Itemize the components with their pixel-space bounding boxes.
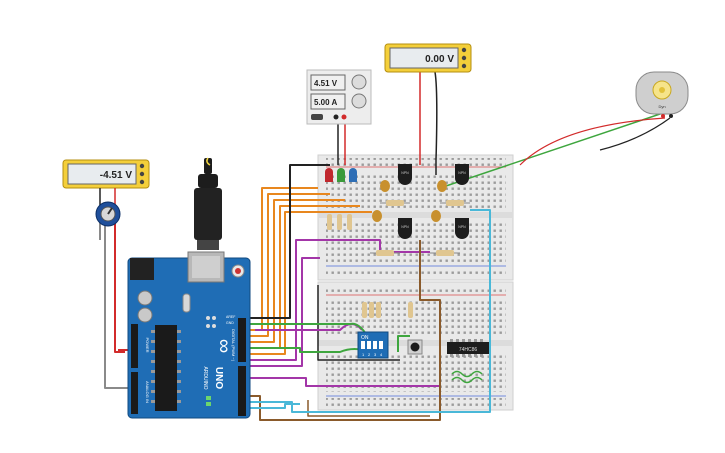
dip-switch[interactable]: ON 1 2 3 4 [357,331,389,359]
multimeter-left[interactable]: -4.51 V [62,159,150,205]
led-green[interactable] [337,168,345,182]
dip-switch-toggle-1[interactable] [361,341,365,349]
svg-text:NPN: NPN [401,171,409,175]
resistor-v-6[interactable] [376,302,381,318]
svg-text:NPN: NPN [458,171,466,175]
resistor-v-5[interactable] [369,302,374,318]
arduino-aref-label: AREF [226,315,235,319]
svg-text:3: 3 [374,352,377,357]
capacitor-1[interactable] [380,180,390,192]
arduino-uno-board[interactable]: ∞ UNO ARDUINO DIGITAL (PWM ~) POWER ANAL… [127,251,251,419]
wire-green-squiggle[interactable] [451,370,483,378]
led-blue[interactable] [349,168,357,182]
wire-cyan-1[interactable] [248,209,491,413]
transistor-2[interactable]: NPN [455,164,469,185]
multimeter-top[interactable]: 0.00 V [384,43,472,73]
wire-orange-3[interactable] [248,199,345,343]
wire-black-motor[interactable] [599,117,671,151]
resistor-v-7[interactable] [408,302,413,318]
chip-label: 74HC86 [459,347,478,353]
wire-orange-2[interactable] [248,193,330,337]
pushbutton[interactable] [407,339,423,355]
transistor-3[interactable]: NPN [398,218,412,239]
dip-switch-toggle-4[interactable] [379,341,383,349]
transistors: NPN NPN NPN NPN [398,164,469,239]
resistor-v-3[interactable] [347,214,352,230]
current-knob[interactable] [351,93,367,109]
dip-switch-toggle-2[interactable] [367,341,371,349]
svg-text:NPN: NPN [458,225,466,229]
motor-label: Dyn [658,104,665,109]
resistor-h-1[interactable] [380,200,410,206]
wire-orange-5[interactable] [248,211,372,355]
voltage-knob[interactable] [351,74,367,90]
transistor-1[interactable]: NPN [398,164,412,185]
wire-black-1[interactable] [248,164,330,319]
wire-purple-3[interactable] [248,377,440,387]
dip-switch-toggle-3[interactable] [373,341,377,349]
capacitor-2[interactable] [437,180,447,192]
arduino-digital-label: DIGITAL (PWM ~) [231,329,236,362]
multimeter-left-reading: -4.51 V [100,170,133,181]
usb-cable[interactable] [194,157,222,250]
resistor-v-4[interactable] [362,302,367,318]
capacitor-4[interactable] [431,210,441,222]
resistor-h-2[interactable] [440,200,470,206]
wire-black-2[interactable] [317,285,400,361]
power-supply-current: 5.00 A [314,98,337,107]
wires [99,71,671,421]
led-red[interactable] [325,168,333,182]
arduino-power-label: POWER [145,337,150,352]
potentiometer[interactable] [95,201,121,227]
wire-red-1[interactable] [114,222,125,353]
transistor-4[interactable]: NPN [455,218,469,239]
wire-green-squiggle-2[interactable] [451,376,483,384]
arduino-analog-label: ANALOG IN [145,381,150,403]
capacitor-3[interactable] [372,210,382,222]
arduino-model: UNO [213,367,224,389]
resistor-v-1[interactable] [327,214,332,230]
wire-green-motor[interactable] [439,112,664,189]
wire-gray-1[interactable] [104,222,128,389]
svg-text:4: 4 [380,352,383,357]
arduino-logo: ∞ [213,339,235,353]
xor-chip-74hc86[interactable]: 74HC86 [447,339,489,357]
svg-text:1: 1 [362,352,365,357]
multimeter-top-reading: 0.00 V [425,54,454,65]
leds [325,168,357,182]
resistor-h-4[interactable] [430,250,460,256]
wire-cyan-2[interactable] [248,403,300,409]
dip-switch-on-label: ON [361,335,369,341]
wire-purple-2[interactable] [248,257,320,367]
wire-brown-1[interactable] [248,240,441,421]
arduino-brand: ARDUINO [202,366,208,389]
resistor-v-2[interactable] [337,214,342,230]
dc-motor[interactable]: Dyn [635,71,689,118]
capacitors [372,180,447,222]
resistors [327,200,470,318]
svg-text:2: 2 [368,352,371,357]
svg-text:NPN: NPN [401,225,409,229]
wire-brown-2[interactable] [307,400,430,417]
resistor-h-3[interactable] [370,250,400,256]
wire-red-motor[interactable] [519,117,666,166]
power-supply-voltage: 4.51 V [314,79,338,88]
power-supply[interactable]: 4.51 V 5.00 A [306,69,372,125]
wire-green-3[interactable] [397,335,410,352]
wire-black-meter[interactable] [434,71,438,175]
arduino-gnd-label: GND [226,321,234,325]
